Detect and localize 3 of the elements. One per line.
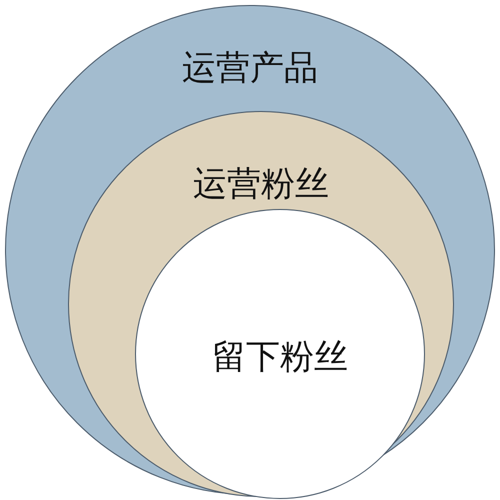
circle-label: 留下粉丝	[211, 340, 349, 374]
circle-label: 运营粉丝	[192, 167, 330, 201]
circle-label: 运营产品	[181, 51, 319, 85]
